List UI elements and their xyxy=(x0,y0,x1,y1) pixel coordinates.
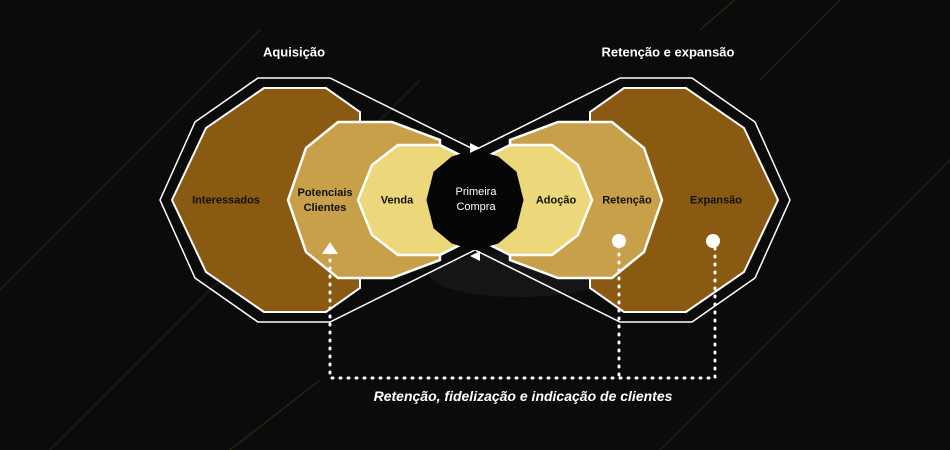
loop-arrow-up-icon xyxy=(322,242,338,254)
stage-primeira-compra-shape xyxy=(426,149,524,251)
stage-primeira-compra-label: Primeira Compra xyxy=(441,185,511,215)
retention-expansion-heading: Retenção e expansão xyxy=(601,44,735,60)
stage-venda-label: Venda xyxy=(380,194,414,207)
expansao-dot-icon xyxy=(706,234,720,248)
stage-interessados-label: Interessados xyxy=(192,194,260,207)
stage-adocao-label: Adoção xyxy=(535,194,577,207)
arrow-bottom-icon xyxy=(470,251,480,261)
arrow-top-icon xyxy=(470,143,480,153)
retencao-dot-icon xyxy=(612,234,626,248)
stage-potenciais-label: Potenciais Clientes xyxy=(297,186,352,216)
stage-expansao-label: Expansão xyxy=(690,194,742,207)
footer-caption: Retenção, fidelização e indicação de cli… xyxy=(373,388,673,404)
retention-loop xyxy=(328,244,717,380)
stage-potenciais-line2: Clientes xyxy=(303,202,347,214)
acquisition-heading: Aquisição xyxy=(262,44,326,60)
stage-potenciais-line1: Potenciais xyxy=(297,187,353,200)
stage-retencao-label: Retenção xyxy=(602,194,652,207)
stage-primeira-line1: Primeira xyxy=(455,186,497,199)
stage-primeira-line2: Compra xyxy=(456,201,496,213)
